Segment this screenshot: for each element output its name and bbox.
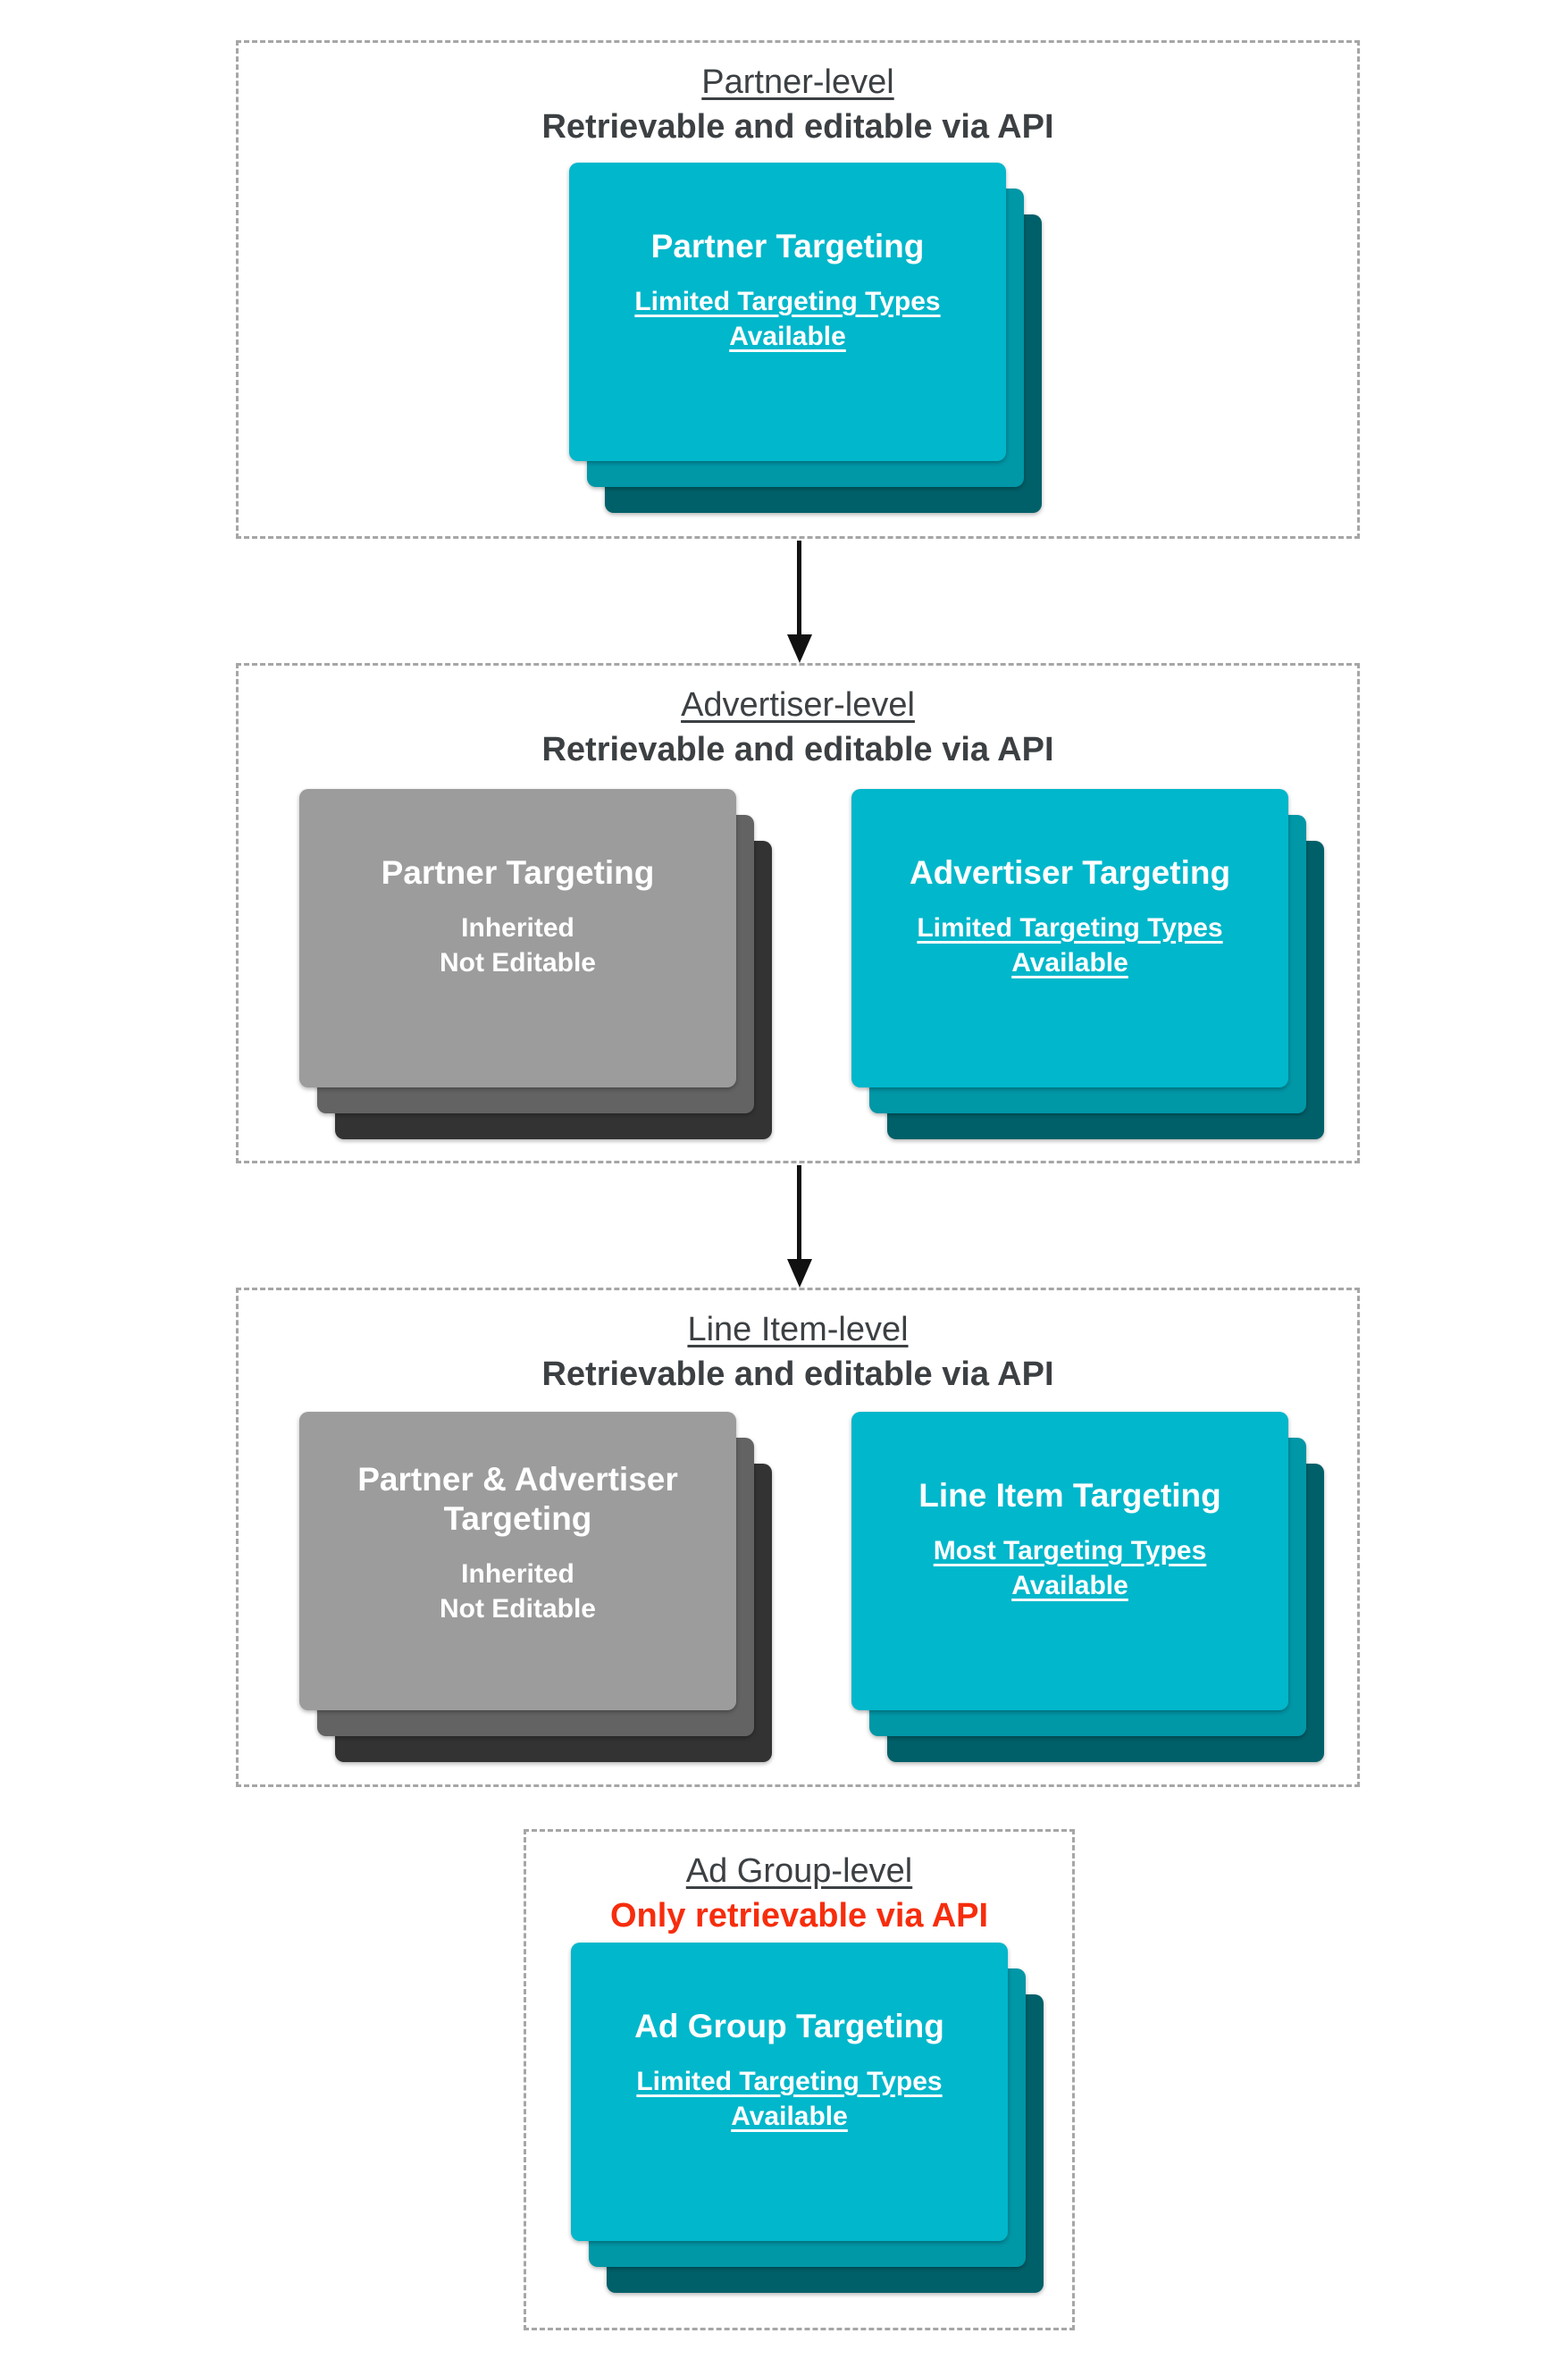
section-advertiser-level: Advertiser-level Retrievable and editabl… — [236, 663, 1360, 1163]
card-body: Inherited Not Editable — [439, 913, 596, 978]
section-line-item-level: Line Item-level Retrievable and editable… — [236, 1288, 1360, 1787]
card-partner-targeting-inherited: Partner Targeting Inherited Not Editable — [299, 789, 736, 1087]
arrow-down-icon — [797, 541, 801, 634]
section-subtitle: Retrievable and editable via API — [541, 731, 1054, 768]
card-title: Partner Targeting — [650, 228, 925, 264]
card-ad-group-targeting: Ad Group Targeting Limited Targeting Typ… — [571, 1943, 1008, 2241]
section-subtitle: Only retrievable via API — [609, 1897, 989, 1935]
card-body: Most Targeting Types Available — [933, 1536, 1207, 1600]
card-advertiser-targeting: Advertiser Targeting Limited Targeting T… — [851, 789, 1288, 1087]
card-stack-partner-advertiser-targeting: Partner & Advertiser Targeting Inherited… — [299, 1412, 772, 1762]
section-subtitle: Retrievable and editable via API — [541, 1356, 1054, 1393]
card-line-item-targeting: Line Item Targeting Most Targeting Types… — [851, 1412, 1288, 1710]
card-body: Limited Targeting Types Available — [636, 2067, 943, 2131]
card-title: Partner Targeting — [381, 854, 655, 891]
section-subtitle: Retrievable and editable via API — [541, 108, 1054, 146]
card-stack-partner-targeting: Partner Targeting Limited Targeting Type… — [569, 163, 1042, 513]
section-header: Partner-level Retrievable and editable v… — [239, 61, 1357, 148]
card-stack-partner-targeting-inherited: Partner Targeting Inherited Not Editable — [299, 789, 772, 1139]
section-title: Partner-level — [701, 63, 894, 101]
card-title: Line Item Targeting — [918, 1477, 1221, 1514]
section-partner-level: Partner-level Retrievable and editable v… — [236, 40, 1360, 539]
section-title: Advertiser-level — [681, 686, 915, 724]
arrow-down-icon — [797, 1165, 801, 1259]
section-title: Line Item-level — [687, 1311, 909, 1348]
card-stack-line-item-targeting: Line Item Targeting Most Targeting Types… — [851, 1412, 1324, 1762]
card-partner-advertiser-targeting: Partner & Advertiser Targeting Inherited… — [299, 1412, 736, 1710]
card-stack-advertiser-targeting: Advertiser Targeting Limited Targeting T… — [851, 789, 1324, 1139]
section-header: Advertiser-level Retrievable and editabl… — [239, 684, 1357, 771]
card-body: Limited Targeting Types Available — [634, 287, 941, 351]
card-title: Partner & Advertiser Targeting — [357, 1461, 678, 1537]
section-header: Ad Group-level Only retrievable via API — [526, 1850, 1072, 1937]
card-title: Ad Group Targeting — [634, 2008, 944, 2044]
card-body: Limited Targeting Types Available — [917, 913, 1223, 978]
section-ad-group-level: Ad Group-level Only retrievable via API … — [524, 1829, 1075, 2330]
card-stack-ad-group-targeting: Ad Group Targeting Limited Targeting Typ… — [571, 1943, 1044, 2293]
section-header: Line Item-level Retrievable and editable… — [239, 1308, 1357, 1396]
card-title: Advertiser Targeting — [909, 854, 1231, 891]
section-title: Ad Group-level — [685, 1852, 913, 1890]
card-body: Inherited Not Editable — [439, 1559, 596, 1624]
card-partner-targeting: Partner Targeting Limited Targeting Type… — [569, 163, 1006, 461]
